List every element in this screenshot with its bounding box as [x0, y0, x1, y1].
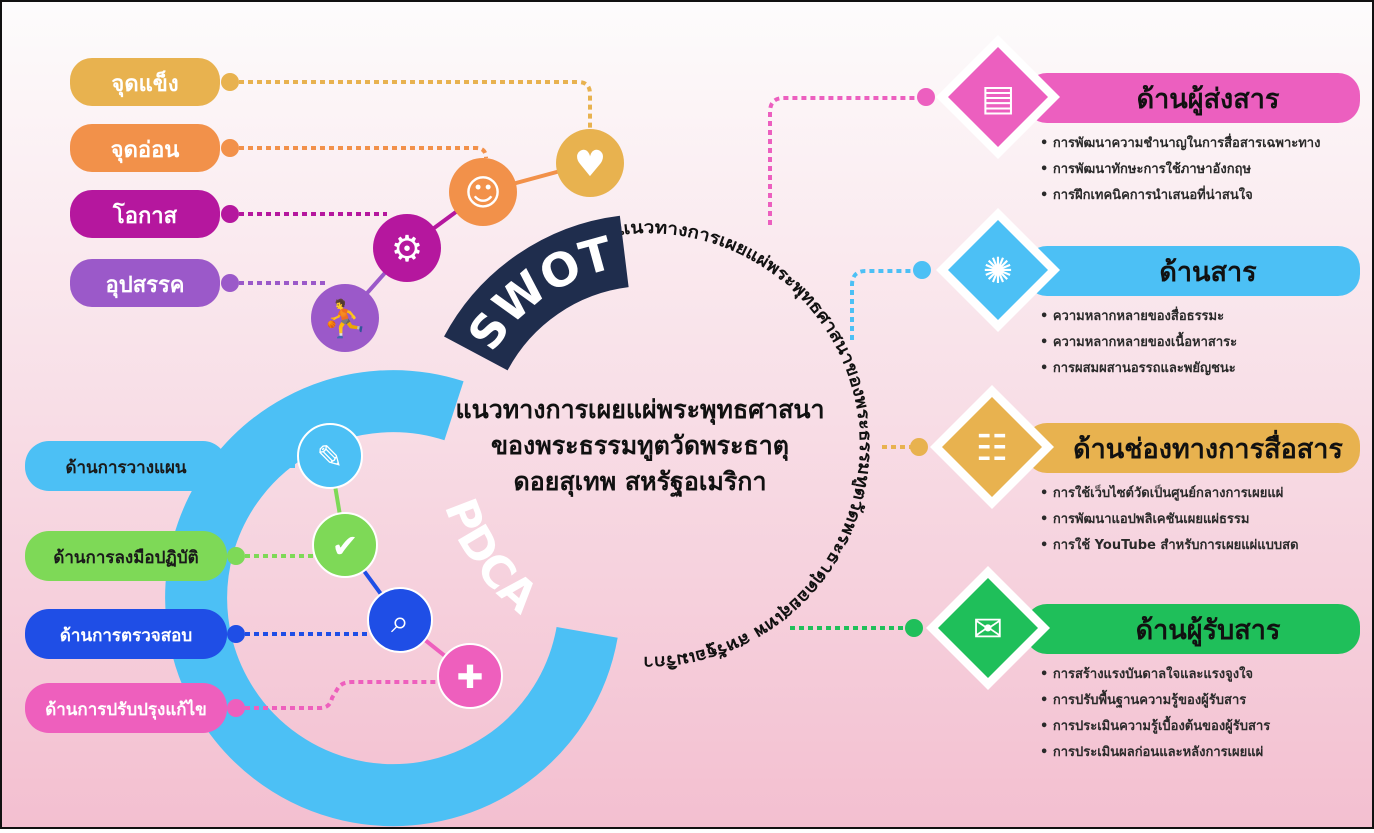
- swot-pill-label: อุปสรรค: [106, 273, 185, 299]
- documents-icon-glyph: ✉: [973, 609, 1003, 650]
- aspect-title: ด้านผู้ส่งสาร: [1137, 84, 1280, 116]
- channels-icon-glyph: ☷: [976, 428, 1008, 469]
- pdca-pill: [25, 531, 227, 581]
- swot-item-3: โอกาส ⚙: [70, 190, 441, 282]
- pdca-pill-label: ด้านการวางแผน: [65, 458, 186, 478]
- gear-hand-icon-glyph: ⚙: [391, 229, 423, 270]
- bullet-item: • การพัฒนาความชำนาญในการสื่อสารเฉพาะทาง: [1040, 133, 1320, 151]
- pdca-pill-label: ด้านการปรับปรุงแก้ไข: [45, 699, 207, 720]
- checklist-icon-glyph: ✔: [332, 527, 359, 565]
- bullet-item: • การพัฒนาแอปพลิเคชันเผยแผ่ธรรม: [1040, 512, 1249, 527]
- pdca-item-4: ด้านการปรับปรุงแก้ไข ✚: [25, 643, 503, 733]
- bullet-item: • ความหลากหลายของสื่อธรรมะ: [1040, 306, 1224, 324]
- planning-icon-glyph: ✎: [317, 438, 344, 476]
- channels-icon: [942, 397, 1042, 497]
- center-title-line: ของพระธรรมทูตวัดพระธาตุ: [491, 431, 789, 462]
- bullet-item: • การผสมผสานอรรถและพยัญชนะ: [1040, 361, 1236, 376]
- connector-dot: [917, 88, 935, 106]
- connector-line: [230, 146, 488, 159]
- aspect-2: ✺ ด้านสาร • ความหลากหลายของสื่อธรรมะ • ความ…: [850, 208, 1360, 376]
- connector-dot: [910, 438, 928, 456]
- aspect-title-bar: [1025, 73, 1360, 123]
- team-improve-icon: [437, 643, 503, 709]
- swot-item-1: จุดแข็ง ♥: [70, 58, 624, 197]
- aspect-title-bar: [1025, 604, 1360, 654]
- planning-icon: [297, 423, 363, 489]
- pdca-item-2: ด้านการลงมือปฏิบัติ ✔: [25, 512, 378, 581]
- books-icon-glyph: ▤: [981, 78, 1015, 119]
- aspect-4: ✉ ด้านผู้รับสาร • การสร้างแรงบันดาลใจและแร…: [790, 566, 1360, 760]
- connector-dot: [221, 139, 239, 157]
- aspect-title: ด้านสาร: [1159, 257, 1257, 288]
- swot-item-2: จุดอ่อน ☺: [70, 124, 517, 226]
- center-title-line: แนวทางการเผยแผ่พระพุทธศาสนา: [455, 395, 824, 426]
- bullet-item: • การใช้ YouTube สำหรับการเผยแผ่แบบสด: [1040, 536, 1299, 553]
- aspect-title: ด้านช่องทางการสื่อสาร: [1073, 429, 1343, 465]
- team-improve-icon-glyph: ✚: [457, 658, 484, 696]
- swot-pill-label: โอกาส: [112, 202, 178, 229]
- pdca-pill: [25, 609, 227, 659]
- pdca-pill: [25, 683, 227, 733]
- speaking-head-icon: [449, 158, 517, 226]
- review-laptop-icon: [367, 587, 433, 653]
- swot-band: [444, 215, 630, 372]
- connector-line: [768, 96, 925, 225]
- pushing-wall-icon-glyph: ⛹: [323, 297, 368, 340]
- bullet-item: • การประเมินผลก่อนและหลังการเผยแผ่: [1040, 745, 1263, 760]
- heart-hand-icon-glyph: ♥: [574, 144, 606, 185]
- aspect-1: ▤ ด้านผู้ส่งสาร • การพัฒนาความชำนาญในการสื…: [768, 35, 1360, 225]
- heart-hand-icon: [556, 129, 624, 197]
- pushing-wall-icon: [311, 284, 379, 352]
- connector-line: [850, 269, 922, 340]
- bullet-item: • การฝึกเทคนิคการนำเสนอที่น่าสนใจ: [1040, 185, 1253, 203]
- swot-pill: [70, 124, 220, 172]
- connector-dot: [227, 625, 245, 643]
- speaking-head-icon-glyph: ☺: [464, 173, 502, 214]
- aspect-title-bar: [1025, 423, 1360, 473]
- connector-dot: [221, 73, 239, 91]
- review-laptop-icon-glyph: ⌕: [391, 602, 409, 640]
- aspect-title-bar: [1025, 246, 1360, 296]
- center-title-line: ดอยสุเทพ สหรัฐอเมริกา: [514, 467, 767, 498]
- connector-dot: [905, 619, 923, 637]
- pdca-item-1: ด้านการวางแผน ✎: [25, 423, 363, 491]
- pdca-pill: [25, 441, 227, 491]
- pdca-item-3: ด้านการตรวจสอบ ⌕: [25, 587, 433, 659]
- swot-pill-label: จุดอ่อน: [111, 138, 180, 164]
- connector-dot: [227, 699, 245, 717]
- bullet-item: • การพัฒนาทักษะการใช้ภาษาอังกฤษ: [1040, 160, 1251, 177]
- gear-hand-icon: [373, 214, 441, 282]
- connector-dot: [221, 205, 239, 223]
- bullet-item: • การใช้เว็บไซต์วัดเป็นศูนย์กลางการเผยแผ…: [1040, 483, 1283, 501]
- connector-dot: [227, 547, 245, 565]
- swot-pill: [70, 259, 220, 307]
- media-wheel-icon: [948, 220, 1048, 320]
- documents-icon: [938, 578, 1038, 678]
- books-icon: [948, 47, 1048, 147]
- pdca-pill-label: ด้านการตรวจสอบ: [60, 626, 192, 646]
- bullet-item: • การปรับพื้นฐานความรู้ของผู้รับสาร: [1040, 689, 1246, 709]
- bullet-item: • ความหลากหลายของเนื้อหาสาระ: [1040, 331, 1237, 350]
- connector-dot: [913, 261, 931, 279]
- aspect-3: ☷ ด้านช่องทางการสื่อสาร • การใช้เว็บไซต์วั…: [882, 385, 1360, 553]
- bullet-item: • การประเมินความรู้เบื้องต้นของผู้รับสาร: [1040, 715, 1270, 734]
- swot-pill: [70, 58, 220, 106]
- connector-dot: [227, 457, 245, 475]
- media-wheel-icon-glyph: ✺: [983, 251, 1013, 292]
- pdca-pill-label: ด้านการลงมือปฏิบัติ: [53, 547, 198, 568]
- aspect-title: ด้านผู้รับสาร: [1136, 615, 1281, 647]
- connector-dot: [221, 274, 239, 292]
- checklist-icon: [312, 512, 378, 578]
- swot-item-4: อุปสรรค ⛹: [70, 259, 379, 352]
- swot-pill-label: จุดแข็ง: [111, 69, 178, 98]
- swot-pill: [70, 190, 220, 238]
- bullet-item: • การสร้างแรงบันดาลใจและแรงจูงใจ: [1040, 665, 1253, 682]
